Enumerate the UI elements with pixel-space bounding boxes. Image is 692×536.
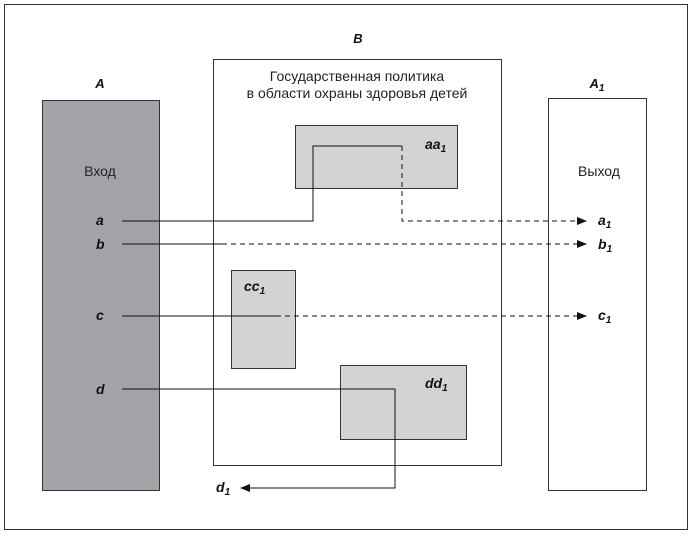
box-cc1-label: cc1 xyxy=(244,278,266,297)
output-b1-label: b1 xyxy=(598,236,613,255)
block-a-label: A xyxy=(94,76,104,91)
output-d1-label: d1 xyxy=(216,479,231,498)
input-a-label: a xyxy=(96,212,104,228)
block-a1 xyxy=(548,98,647,491)
block-a xyxy=(42,100,160,491)
input-c-label: c xyxy=(96,307,104,323)
block-a1-text: Выход xyxy=(578,163,620,179)
box-dd1 xyxy=(340,365,467,440)
box-aa1 xyxy=(295,125,458,189)
flow-a-dashed xyxy=(401,146,587,225)
flow-d xyxy=(122,388,396,492)
input-b-label: b xyxy=(96,236,105,252)
output-a1-label: a1 xyxy=(598,212,612,231)
block-b-text-line1: Государственная политика xyxy=(270,68,445,84)
block-b-label: B xyxy=(353,31,362,46)
flow-a-solid xyxy=(122,145,402,222)
block-a1-label: A1 xyxy=(589,76,605,94)
box-aa1-label: aa1 xyxy=(425,136,447,155)
input-d-label: d xyxy=(96,381,105,397)
block-a-text: Вход xyxy=(84,163,116,179)
output-c1-label: c1 xyxy=(598,307,612,326)
box-dd1-label: dd1 xyxy=(425,375,448,394)
block-b-text-line2: в области охраны здоровья детей xyxy=(247,85,468,101)
box-cc1 xyxy=(231,270,296,369)
